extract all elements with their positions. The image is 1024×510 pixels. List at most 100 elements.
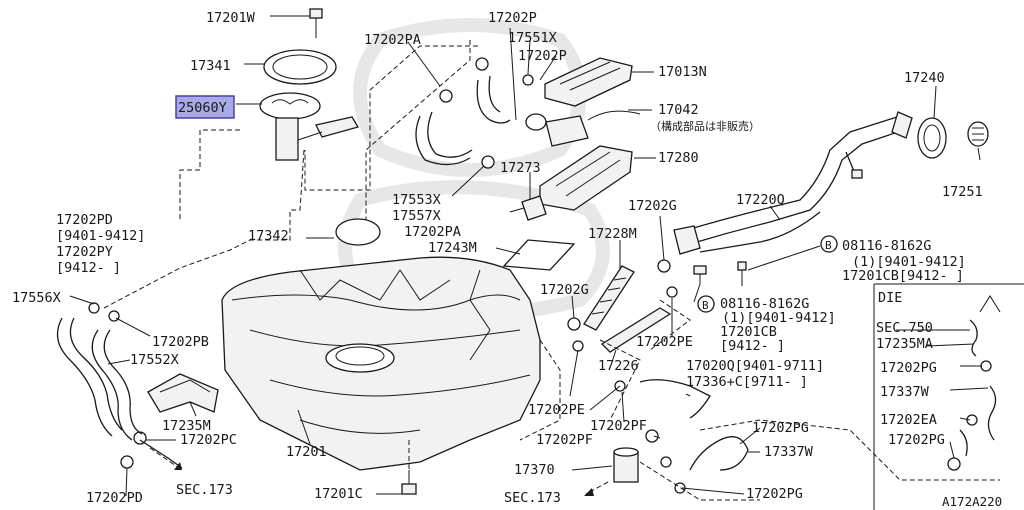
label-17337w-b: 17337W (764, 444, 814, 460)
label-17202g-b: 17202G (540, 282, 589, 298)
clamps[interactable] (88, 57, 992, 494)
label-17020q: 17020Q[9401-9711] (686, 358, 824, 374)
label-17220q: 17220Q (736, 192, 785, 208)
hose-17552x[interactable] (91, 329, 143, 441)
breather-hose-17226[interactable] (600, 307, 672, 353)
label-17201w: 17201W (206, 10, 256, 26)
arrow-sec173-left (149, 447, 183, 471)
fuel-level-sender[interactable] (259, 92, 359, 161)
label-17341: 17341 (190, 58, 231, 74)
label-08116-b: 08116-8162G (720, 296, 809, 312)
label-17556x: 17556X (12, 290, 61, 306)
label-17251: 17251 (942, 184, 983, 200)
label-17201c: 17201C (314, 486, 363, 502)
part-labels: 17201W 17341 25060Y 17202PA 17202P 17551… (12, 10, 1002, 509)
label-08116-a-range: (1)[9401-9412] (852, 254, 966, 270)
retainer-ring[interactable] (263, 49, 337, 85)
svg-text:B: B (825, 239, 832, 252)
label-17042: 17042 (658, 102, 699, 118)
label-17013n: 17013N (658, 64, 707, 80)
label-sec173-a: SEC.173 (176, 482, 233, 498)
hose-17553x[interactable] (415, 115, 471, 166)
die-inset-box (873, 283, 1024, 510)
label-17202pg-b: 17202PG (752, 420, 809, 436)
label-17557x: 17557X (392, 208, 441, 224)
filler-hose-17228m[interactable] (583, 265, 635, 331)
svg-text:B: B (702, 299, 709, 312)
label-17202pe-b: 17202PE (528, 402, 585, 418)
label-17202py: 17202PY (56, 244, 113, 260)
label-17202p-a: 17202P (488, 10, 537, 26)
label-17201cb-b-range: [9412- ] (720, 338, 785, 354)
label-17202pd-a-range: [9401-9412] (56, 228, 145, 244)
label-17336c: 17336+C[9711- ] (686, 374, 808, 390)
filler-tube[interactable] (673, 111, 913, 255)
label-17342: 17342 (248, 228, 289, 244)
label-17201cb-b: 17201CB (720, 324, 777, 340)
hose-17020q[interactable] (639, 379, 711, 419)
label-17202pa-top: 17202PA (364, 32, 421, 48)
label-17201: 17201 (286, 444, 327, 460)
insulator-pad[interactable] (502, 239, 576, 271)
label-25060y: 25060Y (178, 100, 227, 116)
label-17202ea: 17202EA (880, 412, 937, 428)
fuel-filter-17370[interactable] (613, 447, 639, 483)
label-17202g-a: 17202G (628, 198, 677, 214)
bolt-17201c[interactable] (401, 470, 417, 495)
fuel-filter-17042[interactable] (525, 110, 641, 147)
label-17042-note: （構成部品は非販売） (650, 119, 760, 133)
label-17202py-range: [9412- ] (56, 260, 121, 276)
label-17552x: 17552X (130, 352, 179, 368)
label-17202pb: 17202PB (152, 334, 209, 350)
label-17202pd-a: 17202PD (56, 212, 113, 228)
diagram-reference-code: A172A220 (942, 494, 1002, 509)
label-17202pg-c: 17202PG (888, 432, 945, 448)
label-08116-a: 08116-8162G (842, 238, 931, 254)
label-17240: 17240 (904, 70, 945, 86)
label-17273: 17273 (500, 160, 541, 176)
highlight-box (175, 95, 235, 119)
label-die: DIE (878, 290, 902, 306)
label-17202pd-b: 17202PD (86, 490, 143, 506)
label-17202pc: 17202PC (180, 432, 237, 448)
label-17228m: 17228M (588, 226, 637, 242)
hose-clip-17235m[interactable] (147, 373, 219, 413)
hose-17553x-inner (427, 111, 473, 158)
label-17280: 17280 (658, 150, 699, 166)
label-17551x: 17551X (508, 30, 557, 46)
label-17243m: 17243M (428, 240, 477, 256)
hose-17337w[interactable] (689, 436, 749, 471)
hose-17551x[interactable] (476, 79, 511, 124)
filler-neck-ring[interactable] (917, 117, 947, 159)
label-17337w-a: 17337W (880, 384, 930, 400)
label-17370: 17370 (514, 462, 555, 478)
label-08116-b-range: (1)[9401-9412] (722, 310, 836, 326)
label-17202p-b: 17202P (518, 48, 567, 64)
fuel-cap[interactable] (967, 121, 989, 147)
dashed-guides (103, 40, 1000, 501)
label-sec173-b: SEC.173 (504, 490, 561, 506)
label-17202pf-a: 17202PF (590, 418, 647, 434)
hose-17551x-inner (488, 75, 501, 113)
arrow-sec173-bottom (584, 481, 609, 496)
check-valve[interactable] (509, 195, 547, 221)
label-17202pf-b: 17202PF (536, 432, 593, 448)
hose-lower-left[interactable] (139, 439, 183, 469)
b-marker-mid: B (697, 295, 715, 313)
label-17553x: 17553X (392, 192, 441, 208)
label-17235m: 17235M (162, 418, 211, 434)
b-marker-top: B (820, 235, 838, 253)
label-17202pe-a: 17202PE (636, 334, 693, 350)
tank-gasket[interactable] (335, 218, 381, 246)
label-17202pg-d: 17202PG (746, 486, 803, 502)
bolts-08116[interactable] (693, 261, 747, 286)
vapor-separator[interactable] (544, 57, 633, 107)
label-sec750: SEC.750 (876, 320, 933, 336)
hose-17556x[interactable] (56, 317, 123, 437)
bolt-17201w[interactable] (309, 8, 323, 38)
label-17226: 17226 (598, 358, 639, 374)
fuel-tank[interactable] (221, 256, 541, 471)
label-17202pg-a: 17202PG (880, 360, 937, 376)
